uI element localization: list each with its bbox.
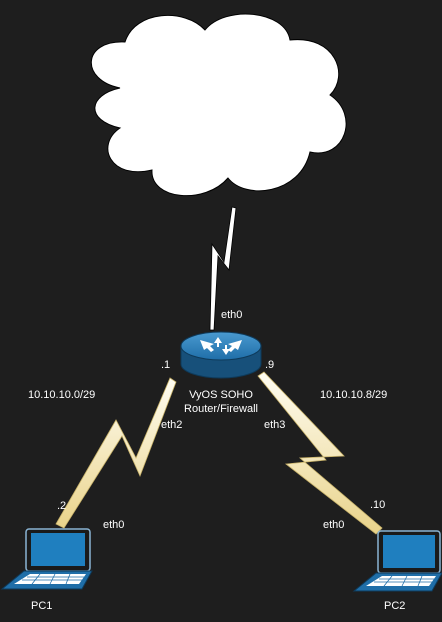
router-left-interface: eth2	[161, 419, 183, 431]
router-right-octet: .9	[265, 359, 275, 371]
router-wan-interface: eth0	[221, 309, 243, 321]
router-left-octet: .1	[161, 359, 171, 371]
router-right-interface: eth3	[264, 419, 286, 431]
router-name-line2: Router/Firewall	[184, 403, 258, 415]
pc2-interface: eth0	[323, 519, 345, 531]
pc2-name: PC2	[384, 600, 406, 612]
isp-cloud-shape	[90, 13, 347, 197]
wan-link-bolt	[209, 206, 237, 331]
left-subnet: 10.10.10.0/29	[28, 389, 96, 401]
pc2-octet: .10	[370, 499, 386, 511]
pc1-name: PC1	[31, 600, 53, 612]
pc2-laptop-icon	[352, 530, 442, 592]
pc1-interface: eth0	[103, 519, 125, 531]
right-subnet: 10.10.10.8/29	[320, 389, 388, 401]
pc1-laptop-icon	[0, 528, 93, 590]
lan-right-link-bolt	[257, 371, 383, 535]
router-name-line1: VyOS SOHO	[189, 389, 253, 401]
lan-left-link-bolt	[55, 377, 177, 529]
router-icon	[180, 331, 262, 379]
pc1-octet: .2	[57, 500, 67, 512]
cloud-label: ISP Last Mile	[185, 98, 250, 110]
